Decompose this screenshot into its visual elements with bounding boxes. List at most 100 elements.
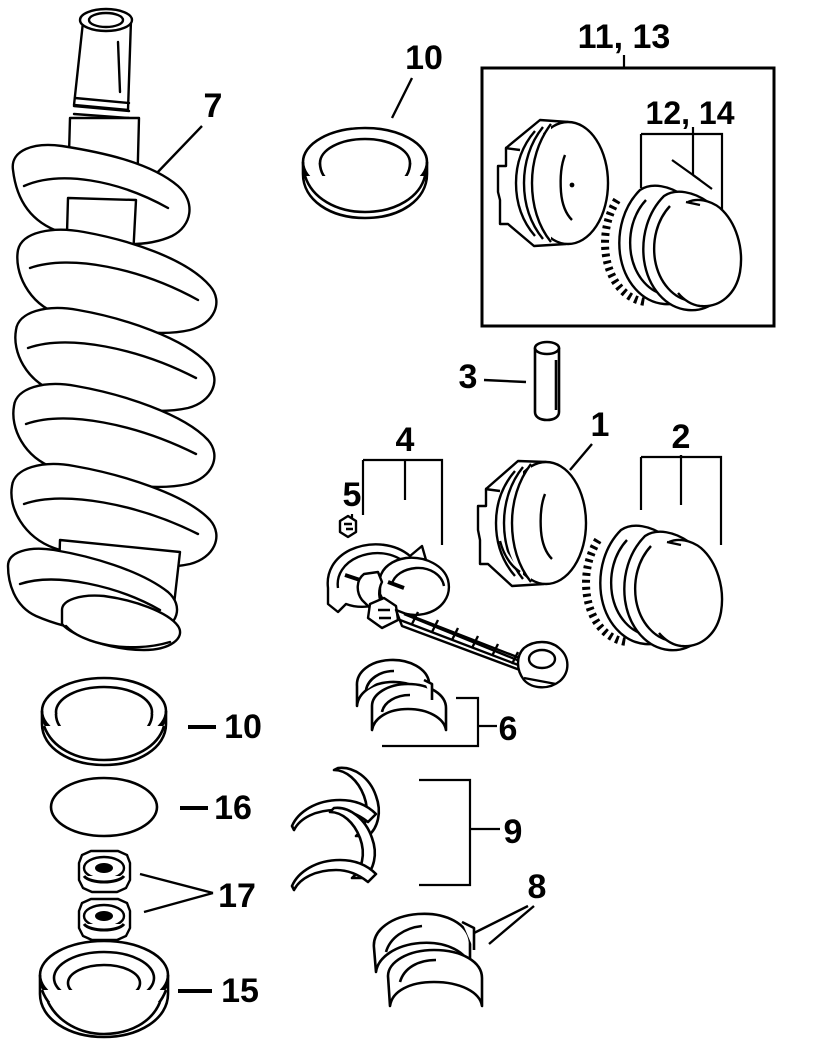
main-bearing-lower-inner: [398, 958, 437, 983]
bracket-4: [363, 458, 444, 545]
bracket-6: [382, 696, 480, 748]
leader-17-a: [139, 872, 214, 895]
thrust-washers: [290, 766, 381, 892]
leader-8-a: [467, 904, 529, 938]
callout-label-2: 2: [672, 418, 691, 456]
connecting-rod-smallend-bore: [527, 648, 557, 670]
connecting-rod-beam-rib1: [403, 612, 533, 668]
crankshaft-assembly: [6, 7, 218, 652]
rod-bearing-upper-inner: [364, 669, 395, 691]
bracket-2: [641, 455, 723, 545]
connecting-rod-beam-rib2: [399, 618, 535, 673]
boxed-group-11-13: [480, 66, 776, 328]
crankshaft-snout-rib2: [72, 104, 131, 113]
leader-7: [154, 125, 203, 176]
connecting-rod-bolt-tip-a: [344, 573, 361, 582]
connecting-rod-clamp-notch: [378, 608, 391, 620]
callout-label-11-13: 11, 13: [578, 18, 671, 56]
callout-label-17: 17: [218, 877, 256, 915]
crankshaft-snout-rib1: [73, 96, 131, 105]
crankshaft-snout-shade: [116, 40, 122, 94]
connecting-rod-bolt-tip-b: [387, 580, 405, 590]
connecting-rod-beam-hatch1: [410, 611, 420, 625]
connecting-rod-beam-hatch6: [510, 651, 520, 665]
connecting-rod-beam-hatch3: [450, 627, 460, 641]
crankshaft-web-4-hl: [24, 417, 198, 456]
connecting-rod-beam-hatch2: [430, 619, 440, 633]
piston-ring-set: [582, 524, 724, 652]
bearings-pair: [77, 849, 132, 942]
oversize-piston: [496, 118, 610, 248]
callout-label-3: 3: [459, 358, 478, 396]
oversize-piston-rings: [601, 184, 743, 312]
leader-lines: [139, 55, 626, 993]
connecting-rod-smallend-base: [523, 676, 557, 686]
oversize-piston-notch: [504, 146, 521, 152]
piston-groove3: [510, 463, 532, 583]
oil-seal-housing-lip2: [46, 1001, 162, 1036]
oil-seal-upper-rib: [303, 175, 427, 214]
main-bearing-upper: [372, 912, 472, 974]
connecting-rod-beam-hatch4: [470, 635, 480, 649]
thrust-washer-3: [328, 806, 377, 880]
oversize-piston-groove3: [530, 123, 552, 243]
bracket-12-14: [641, 132, 724, 215]
bracket-leaders: [350, 127, 724, 887]
callout-label-4: 4: [396, 421, 415, 459]
leader-17-b: [143, 891, 214, 914]
connecting-rod-bearing: [355, 658, 448, 732]
oil-seal-lower-rib: [42, 725, 166, 762]
thrust-washer-2: [290, 798, 378, 832]
crankshaft-web-5-hl: [22, 497, 200, 536]
ring-3: [658, 538, 724, 648]
piston-pin-body: [533, 347, 561, 422]
piston-pinhole: [539, 493, 553, 560]
callout-label-10-top: 10: [405, 39, 443, 77]
bearing-upper-bore: [95, 863, 113, 873]
main-bearing-upper-tab: [461, 920, 476, 950]
leader-10-top: [390, 77, 414, 119]
ring-3-gap: [666, 540, 682, 547]
bracket-12-14-drop3: [671, 159, 701, 181]
oil-seal-housing: [38, 939, 170, 1039]
piston-notch: [484, 487, 501, 493]
main-bearings: [372, 912, 484, 1008]
crankshaft-snout-top-inner: [87, 11, 125, 29]
piston: [476, 459, 588, 588]
o-ring: [49, 776, 159, 838]
crankshaft-web-2-hl: [28, 261, 200, 302]
rod-bearing-lower-inner: [380, 693, 411, 713]
oversize-piston-dot: [569, 182, 575, 188]
piston-pin: [533, 340, 561, 422]
crankshaft-web-3-hl: [26, 341, 198, 380]
crankshaft-stub-lip: [64, 624, 172, 649]
rod-bearing-tab: [423, 678, 434, 700]
main-bearing-upper-inner: [384, 924, 423, 953]
callout-label-9: 9: [504, 813, 523, 851]
callout-label-8: 8: [528, 868, 547, 906]
bearing-lower-rib: [82, 922, 126, 932]
connecting-rod-beam-hatch5: [490, 643, 500, 657]
oversize-ring-3-gap: [685, 200, 701, 207]
callout-label-12-14: 12, 14: [646, 95, 735, 131]
leader-3: [483, 378, 527, 384]
bearing-lower-bore: [95, 911, 113, 921]
main-bearing-lower: [386, 948, 484, 1008]
oversize-ring-3: [677, 198, 743, 308]
connecting-rod-bolt-inner: [344, 522, 353, 531]
o-ring-shape: [49, 776, 159, 838]
thrust-washer-4: [290, 858, 378, 892]
piston-pin-top: [533, 340, 561, 356]
callout-label-15: 15: [221, 972, 259, 1010]
leader-8-b: [488, 905, 535, 945]
connecting-rod-bolt: [338, 514, 358, 539]
connecting-rod-clamp-left: [366, 596, 400, 630]
callout-label-6: 6: [499, 710, 518, 748]
callout-label-16: 16: [214, 789, 252, 827]
oversize-piston-pinhole: [559, 154, 573, 221]
bearing-upper-rib: [82, 874, 126, 884]
rod-bearing-lower: [370, 682, 448, 732]
connecting-rod-bigend-inner: [390, 566, 446, 587]
